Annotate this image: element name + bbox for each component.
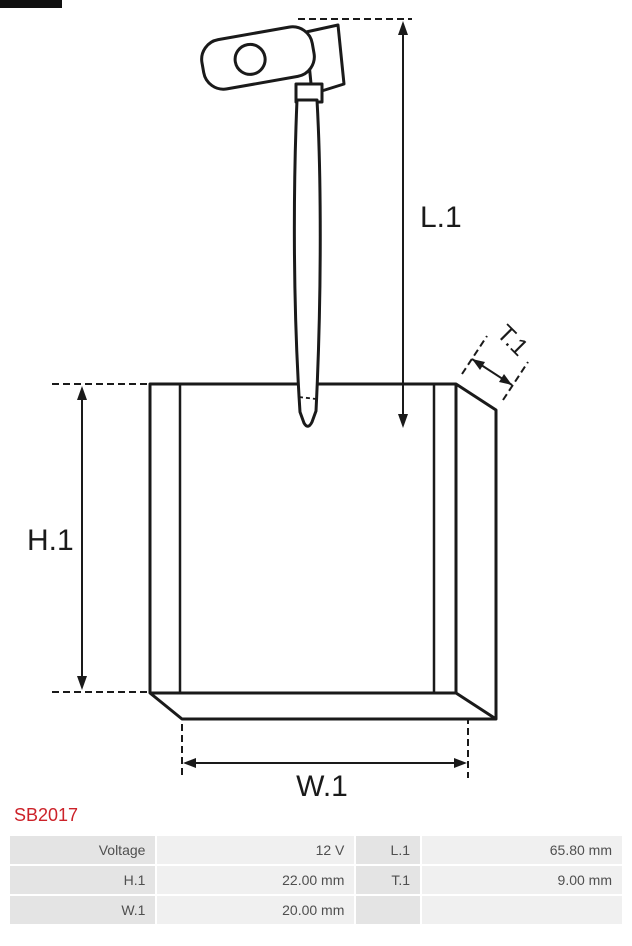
spec-value-cell: 12 V — [157, 836, 355, 864]
dimension-label-h1: H.1 — [27, 524, 74, 557]
arrow-t1-right — [499, 374, 512, 385]
dimension-arrows — [77, 21, 512, 768]
spec-table: Voltage 12 V L.1 65.80 mm H.1 22.00 mm T… — [8, 834, 624, 926]
wire-shape — [292, 98, 322, 428]
spec-value-cell: 65.80 mm — [422, 836, 622, 864]
leader-t1-left — [461, 335, 488, 375]
spec-label-cell: W.1 — [10, 896, 156, 924]
brush-dimension-diagram: L.1 H.1 W.1 T.1 — [0, 0, 533, 803]
spec-value-cell — [422, 896, 622, 924]
spec-value-cell: 9.00 mm — [422, 866, 622, 894]
spec-label-cell — [356, 896, 420, 924]
spec-value-cell: 22.00 mm — [157, 866, 355, 894]
spec-row: H.1 22.00 mm T.1 9.00 mm — [10, 866, 622, 894]
arrow-l1-down — [398, 414, 408, 428]
brush-outline — [148, 382, 498, 721]
arrow-w1-left — [183, 758, 196, 768]
arrow-h1-up — [77, 386, 87, 400]
technical-drawing: L.1 H.1 W.1 T.1 — [0, 0, 533, 803]
lead-wire — [292, 98, 322, 428]
dimension-label-t1: T.1 — [491, 320, 533, 362]
arrow-t1-left — [472, 359, 485, 370]
wire-hidden-line — [298, 396, 317, 400]
dimension-label-w1: W.1 — [296, 770, 348, 800]
terminal-crimp — [304, 23, 346, 96]
spec-row: Voltage 12 V L.1 65.80 mm — [10, 836, 622, 864]
arrow-w1-right — [454, 758, 467, 768]
terminal-hole — [233, 42, 267, 76]
spec-label-cell: L.1 — [356, 836, 420, 864]
brush-front-edges — [150, 384, 497, 721]
terminal-lug — [200, 23, 346, 104]
spec-label-cell: Voltage — [10, 836, 156, 864]
spec-value-cell: 20.00 mm — [157, 896, 355, 924]
part-code: SB2017 — [14, 805, 79, 825]
brush-body — [148, 382, 498, 721]
leader-t1-right — [502, 361, 529, 401]
spec-label-cell: H.1 — [10, 866, 156, 894]
dimension-label-l1: L.1 — [420, 201, 462, 234]
spec-row: W.1 20.00 mm — [10, 896, 622, 924]
arrow-l1-up — [398, 21, 408, 35]
spec-label-cell: T.1 — [356, 866, 420, 894]
watermark-fragment — [0, 0, 62, 8]
arrow-h1-down — [77, 676, 87, 690]
